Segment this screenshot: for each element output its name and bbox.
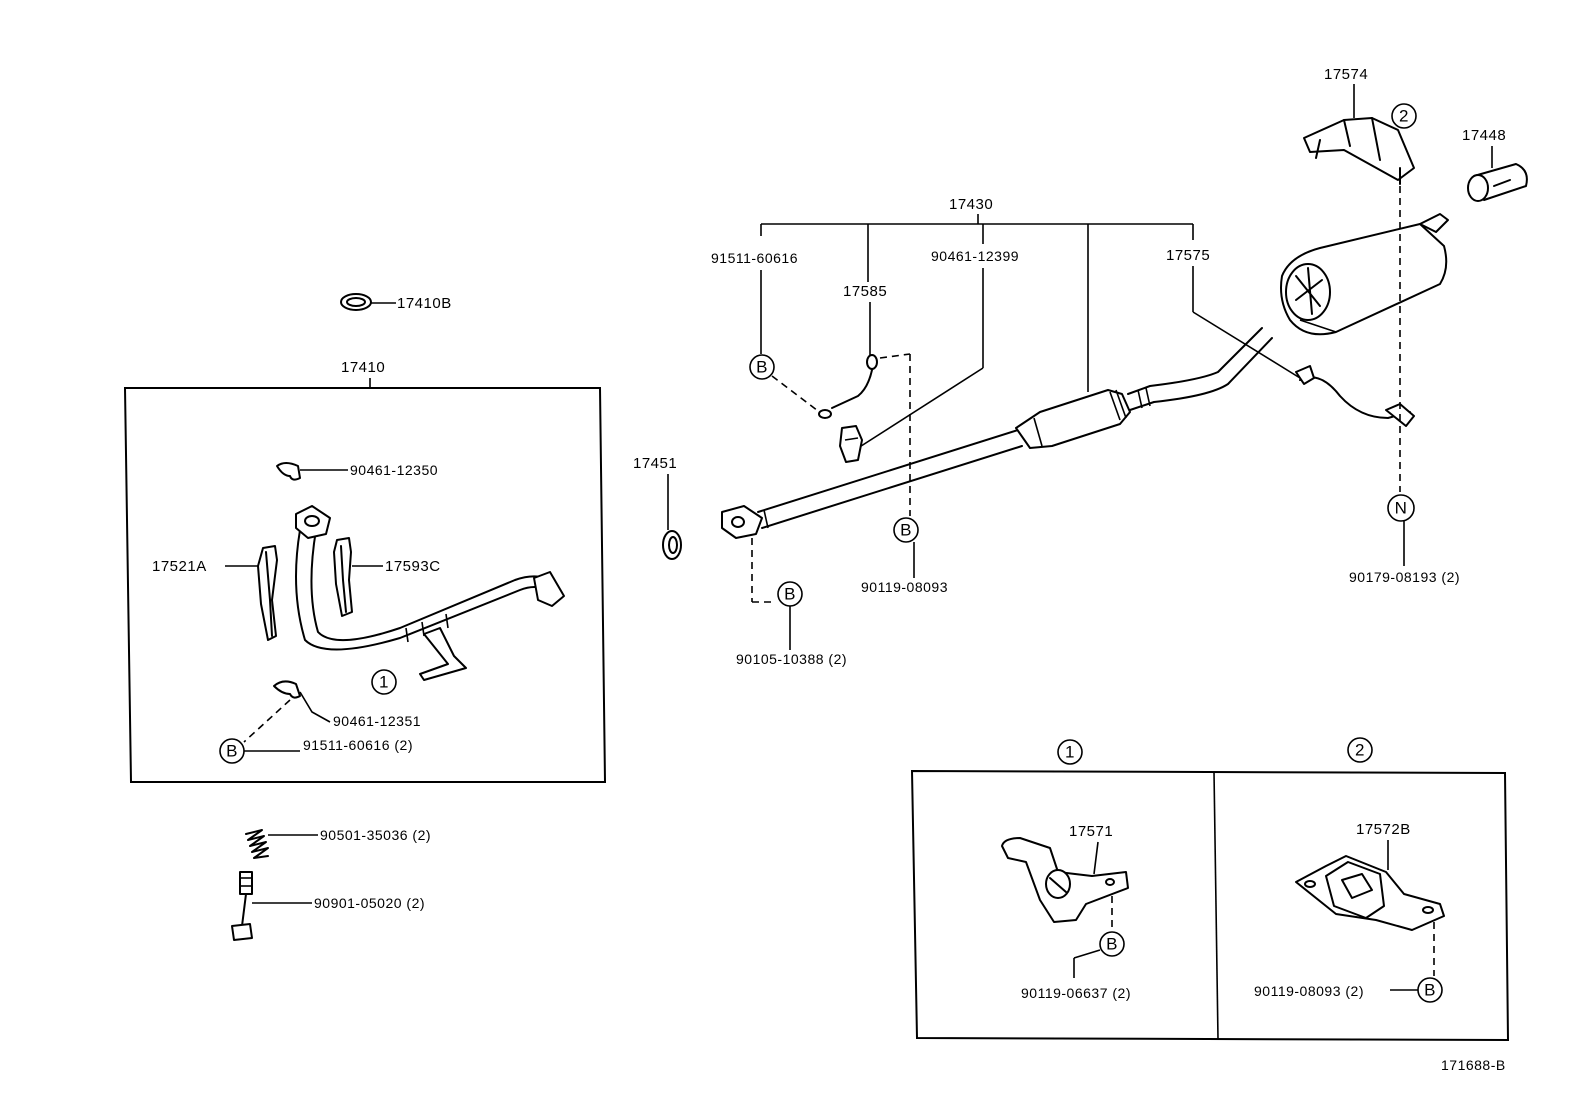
hanger-17572b [1295,855,1445,931]
gasket-17410b [340,293,396,311]
heat-shield-17593c [333,537,383,617]
label-90461-12399: 90461-12399 [931,248,1019,264]
front-exhaust-pipe [295,505,565,681]
bracket-17574 [1303,117,1415,185]
hanger-detail-box [910,769,1510,1042]
callout-n: N [1395,499,1408,518]
callout-1-left: 1 [379,673,389,692]
label-17571: 17571 [1069,823,1113,840]
label-17572b: 17572B [1356,821,1411,838]
diagram-id: 171688-B [1441,1057,1506,1073]
callout-b-mid: B [900,521,912,540]
bolt-90901-05020 [231,871,312,941]
label-17448: 17448 [1462,127,1506,144]
label-17521a: 17521A [152,558,207,575]
label-90179-08193: 90179-08193 (2) [1349,569,1460,585]
label-90119-06637: 90119-06637 (2) [1021,985,1131,1001]
callout-b-box: B [226,742,238,761]
center-exhaust-pipe [721,327,1273,539]
label-90461-12351: 90461-12351 [333,713,421,729]
callout-1-box: 1 [1065,743,1075,762]
hanger-17571 [1001,837,1129,923]
label-90901-05020: 90901-05020 (2) [314,895,425,911]
label-17593c: 17593C [385,558,441,575]
hanger-17575 [1295,365,1415,427]
label-90501-35036: 90501-35036 (2) [320,827,431,843]
callout-b-upper: B [756,358,768,377]
label-90119-08093: 90119-08093 [861,579,948,595]
callout-b-front: B [784,585,796,604]
gasket-17451 [662,530,682,560]
label-90461-12350: 90461-12350 [350,462,438,478]
clamp-90461-12351 [273,680,331,723]
front-pipe-box [123,387,607,783]
label-17574: 17574 [1324,66,1368,83]
callout-b-1571: B [1106,935,1118,954]
label-91511-60616: 91511-60616 [711,250,798,266]
label-17451: 17451 [633,455,677,472]
muffler [1280,213,1449,336]
label-90105-10388: 90105-10388 (2) [736,651,847,667]
callout-2-box: 2 [1355,741,1365,760]
label-91511-60616-2: 91511-60616 (2) [303,737,413,753]
bolt-17585 [818,354,878,463]
label-17585: 17585 [843,283,887,300]
label-90119-08093-2: 90119-08093 (2) [1254,983,1364,999]
label-17410: 17410 [341,359,385,376]
label-17430: 17430 [949,196,993,213]
label-17410b: 17410B [397,295,452,312]
heat-shield-17521a [225,545,278,641]
tail-pipe-tip-17448 [1467,163,1528,202]
callout-b-1572b: B [1424,981,1436,1000]
spring-90501-35036 [245,829,318,859]
label-17575: 17575 [1166,247,1210,264]
callout-2-top: 2 [1399,107,1409,126]
clamp-90461-12350 [276,462,348,481]
